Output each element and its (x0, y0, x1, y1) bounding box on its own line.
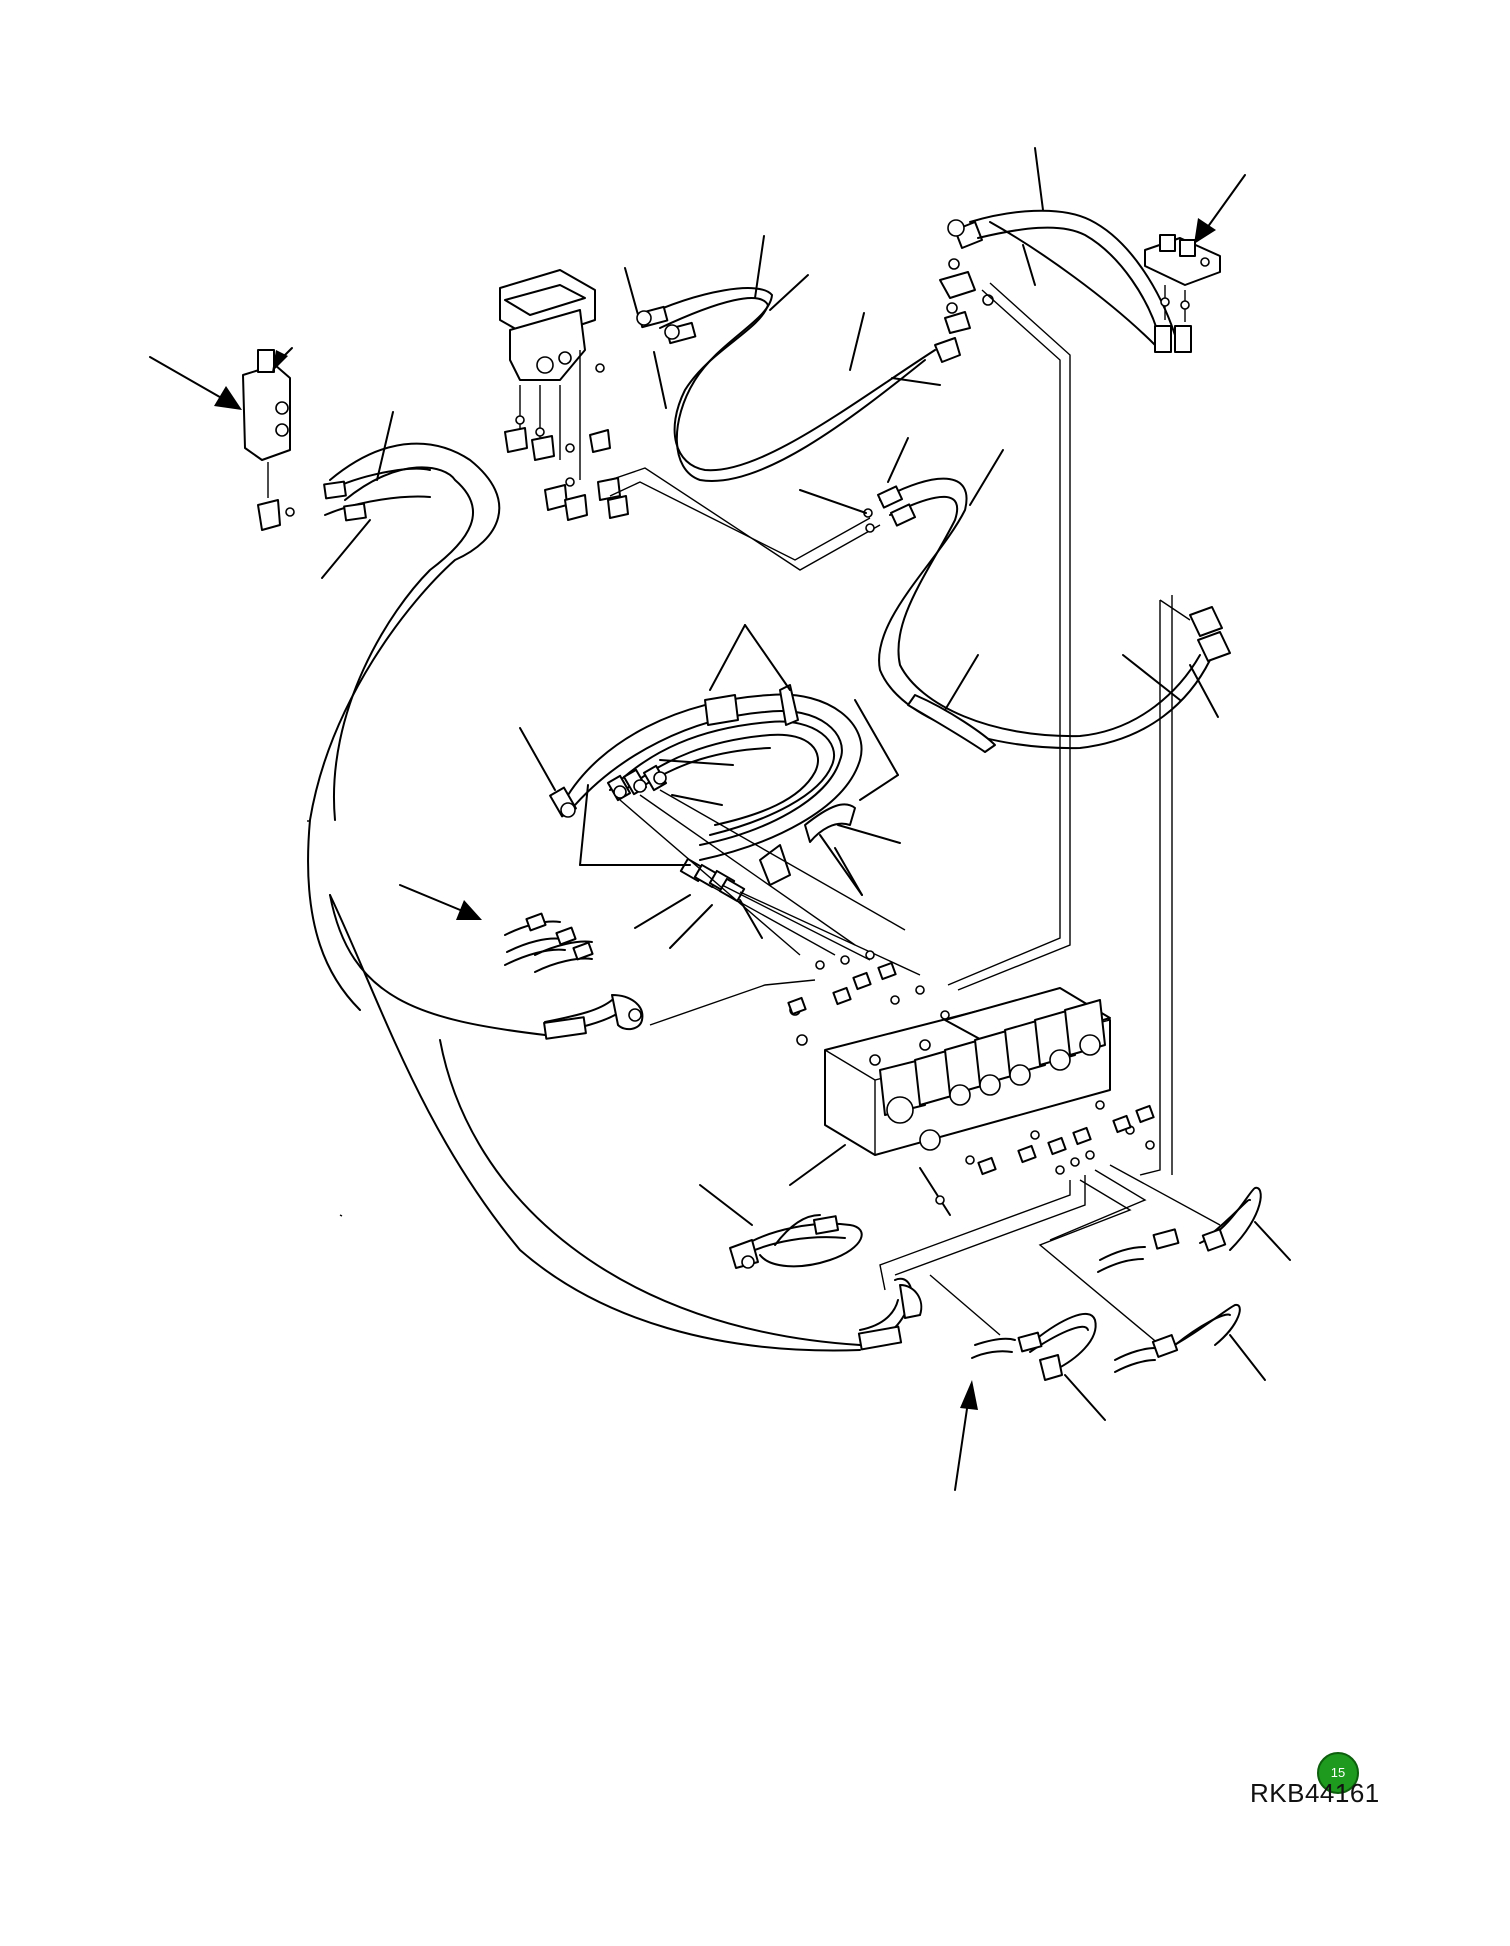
stray-dot (339, 1214, 343, 1217)
arrow-pilot-valve-left (149, 347, 293, 410)
hose-bottom-center (971, 1312, 1106, 1421)
pilot-lines-lower (879, 1164, 1221, 1346)
hose-loop-top-center (636, 287, 961, 482)
hose-pair-top-right (969, 209, 1192, 353)
tee-top-right (939, 219, 994, 334)
loose-fittings-left (399, 884, 594, 973)
hose-bottom-right-lower (1114, 1303, 1266, 1381)
bundle-connector-lines (619, 789, 921, 976)
hose-bundle-center (519, 624, 901, 949)
bracket-valve-top-right (1144, 234, 1221, 322)
pedal-valve-center (499, 269, 629, 521)
page-number-badge: 15 (1317, 1752, 1359, 1794)
control-valve-bank (789, 987, 1111, 1216)
arrow-bracket-valve (1194, 174, 1246, 244)
hose-bottom-right-upper (1097, 1186, 1291, 1273)
valve-fittings (787, 950, 1155, 1205)
figure-code-label: RKB44161 (1250, 1778, 1380, 1808)
hose-pair-left-valve (321, 411, 431, 579)
arrow-bottom-center (954, 1380, 978, 1491)
hose-control-valve-left (543, 979, 816, 1040)
long-hose-left (307, 442, 861, 1352)
pilot-line-center (609, 467, 881, 571)
pilot-valve-left (242, 349, 295, 531)
hose-bottom-left (857, 1277, 923, 1351)
hose-lower-left (699, 1184, 863, 1269)
hose-sleeved-middle-right (799, 437, 1231, 753)
leader-lines-top-center (624, 147, 1044, 409)
